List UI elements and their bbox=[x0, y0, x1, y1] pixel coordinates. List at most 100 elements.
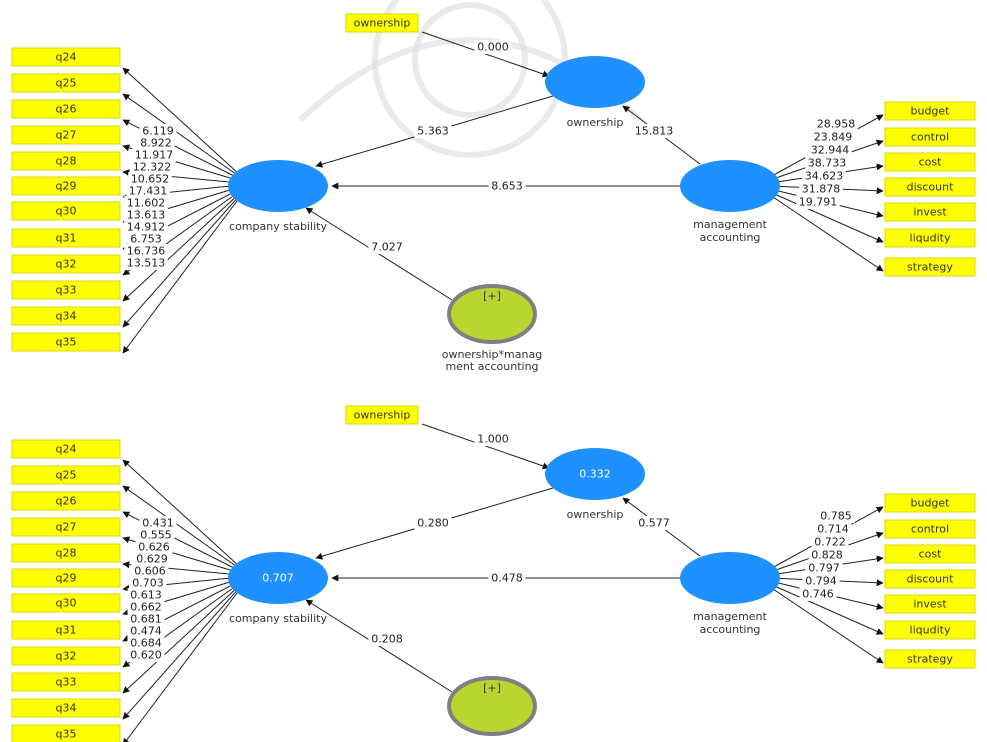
construct-label-management-1: management bbox=[693, 610, 767, 623]
indicator-label-q32: q32 bbox=[56, 258, 77, 271]
loading-line-q33 bbox=[122, 584, 241, 694]
construct-company-stability[interactable] bbox=[228, 160, 328, 212]
loading-line-q25 bbox=[122, 93, 241, 178]
construct-moderator[interactable] bbox=[447, 676, 537, 736]
indicator-discount[interactable] bbox=[884, 177, 976, 197]
loading-value-q29-bg bbox=[129, 576, 167, 590]
indicator-label-cost: cost bbox=[919, 156, 943, 169]
indicator-invest[interactable] bbox=[884, 594, 976, 614]
indicator-q35[interactable] bbox=[11, 332, 121, 352]
path-value-moderator-stability-bg bbox=[368, 240, 406, 254]
indicator-q27[interactable] bbox=[11, 125, 121, 145]
indicator-label-cost: cost bbox=[919, 548, 943, 561]
loading-value-strategy-bg bbox=[796, 195, 840, 209]
indicator-q29[interactable] bbox=[11, 568, 121, 588]
loading-value-liqudity-bg bbox=[802, 574, 840, 588]
indicator-control[interactable] bbox=[884, 519, 976, 539]
loading-value-q34: 16.736 bbox=[127, 245, 166, 258]
indicator-label-liqudity: liqudity bbox=[910, 232, 951, 245]
construct-moderator[interactable] bbox=[447, 284, 537, 344]
indicator-ownership[interactable] bbox=[345, 405, 419, 425]
indicator-ownership[interactable] bbox=[345, 13, 419, 33]
loading-line-q34 bbox=[122, 586, 241, 720]
indicator-q30[interactable] bbox=[11, 201, 121, 221]
indicator-q28[interactable] bbox=[11, 151, 121, 171]
loading-value-invest-bg bbox=[802, 169, 846, 183]
loading-value-cost: 32.944 bbox=[811, 144, 850, 157]
loading-line-q25 bbox=[122, 485, 241, 570]
loading-value-q35: 13.513 bbox=[127, 257, 166, 270]
construct-management-accounting[interactable] bbox=[680, 552, 780, 604]
loading-value-q31-bg bbox=[127, 600, 165, 614]
loading-value-q26-bg bbox=[132, 148, 176, 162]
indicator-discount[interactable] bbox=[884, 569, 976, 589]
loading-value-liqudity-bg bbox=[799, 182, 843, 196]
loading-value-discount: 0.828 bbox=[811, 549, 843, 562]
loading-value-budget: 28.958 bbox=[817, 118, 856, 131]
loading-value-invest: 34.623 bbox=[805, 170, 844, 183]
indicator-q27[interactable] bbox=[11, 517, 121, 537]
construct-label-ownership: ownership bbox=[567, 116, 624, 129]
loading-value-q30-bg bbox=[127, 588, 165, 602]
indicator-label-q30: q30 bbox=[56, 597, 77, 610]
indicator-cost[interactable] bbox=[884, 152, 976, 172]
indicator-cost[interactable] bbox=[884, 544, 976, 564]
indicator-q24[interactable] bbox=[11, 47, 121, 67]
loading-value-q33: 0.474 bbox=[130, 625, 162, 638]
indicator-liqudity[interactable] bbox=[884, 620, 976, 640]
indicator-liqudity[interactable] bbox=[884, 228, 976, 248]
indicator-budget[interactable] bbox=[884, 101, 976, 121]
indicator-q31[interactable] bbox=[11, 228, 121, 248]
construct-ownership[interactable] bbox=[545, 56, 645, 108]
loading-line-q24 bbox=[122, 459, 241, 568]
loading-value-budget-bg bbox=[817, 509, 855, 523]
loading-value-q31: 13.613 bbox=[127, 209, 166, 222]
path-value-ownership-stability: 0.280 bbox=[417, 517, 449, 530]
indicator-q26[interactable] bbox=[11, 99, 121, 119]
indicator-q30[interactable] bbox=[11, 593, 121, 613]
indicator-q35[interactable] bbox=[11, 724, 121, 742]
loading-value-q25-bg bbox=[137, 528, 175, 542]
indicator-q26[interactable] bbox=[11, 491, 121, 511]
indicator-strategy[interactable] bbox=[884, 257, 976, 277]
indicator-q33[interactable] bbox=[11, 280, 121, 300]
indicator-label-q26: q26 bbox=[56, 103, 77, 116]
loading-value-q26: 11.917 bbox=[135, 149, 174, 162]
indicator-label-q33: q33 bbox=[56, 676, 77, 689]
indicator-q24[interactable] bbox=[11, 439, 121, 459]
indicator-invest[interactable] bbox=[884, 202, 976, 222]
loading-value-q30-bg bbox=[124, 196, 168, 210]
indicator-q29[interactable] bbox=[11, 176, 121, 196]
construct-ownership[interactable] bbox=[545, 448, 645, 500]
indicator-control[interactable] bbox=[884, 127, 976, 147]
indicator-strategy[interactable] bbox=[884, 649, 976, 669]
indicator-q25[interactable] bbox=[11, 465, 121, 485]
indicator-budget[interactable] bbox=[884, 493, 976, 513]
loading-value-strategy: 0.746 bbox=[802, 588, 834, 601]
construct-management-accounting[interactable] bbox=[680, 160, 780, 212]
path-value-ownership-indicator-bg bbox=[474, 40, 512, 54]
loading-value-q33: 6.753 bbox=[130, 233, 162, 246]
loading-value-q32-bg bbox=[127, 612, 165, 626]
loading-line-q35 bbox=[122, 196, 241, 354]
loading-value-q26: 0.626 bbox=[138, 541, 170, 554]
path-value-management-ownership: 15.813 bbox=[635, 125, 674, 138]
indicator-q31[interactable] bbox=[11, 620, 121, 640]
indicator-q34[interactable] bbox=[11, 698, 121, 718]
indicator-q34[interactable] bbox=[11, 306, 121, 326]
construct-company-stability[interactable] bbox=[228, 552, 328, 604]
indicator-label-q28: q28 bbox=[56, 547, 77, 560]
loading-value-q26-bg bbox=[135, 540, 173, 554]
indicator-q32[interactable] bbox=[11, 254, 121, 274]
path-value-ownership-indicator: 0.000 bbox=[477, 41, 509, 54]
loading-value-q27: 0.629 bbox=[136, 553, 168, 566]
loading-value-invest: 0.797 bbox=[808, 562, 840, 575]
indicator-q32[interactable] bbox=[11, 646, 121, 666]
indicator-q25[interactable] bbox=[11, 73, 121, 93]
loading-value-q29: 0.703 bbox=[132, 577, 164, 590]
indicator-q33[interactable] bbox=[11, 672, 121, 692]
indicator-q28[interactable] bbox=[11, 543, 121, 563]
loading-value-q35-bg bbox=[124, 256, 168, 270]
loading-value-liqudity: 31.878 bbox=[802, 183, 841, 196]
